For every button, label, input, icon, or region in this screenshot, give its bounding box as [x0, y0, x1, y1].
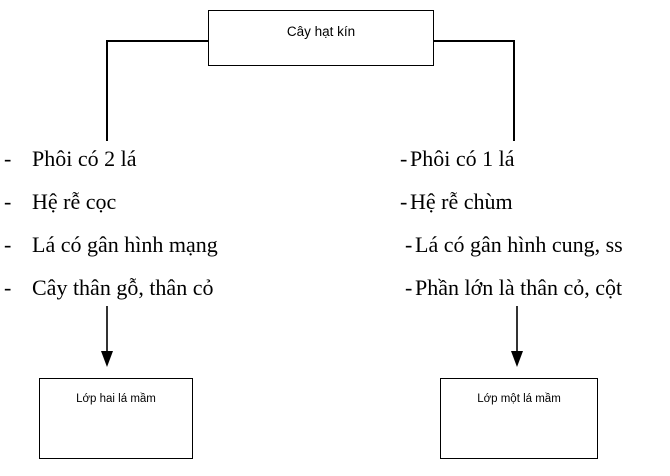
node-lop-hai-la-mam[interactable]: Lớp hai lá mầm	[39, 378, 193, 459]
trait-label: Phôi có 1 lá	[410, 146, 515, 171]
trait-item: - Phần lớn là thân cỏ, cột	[400, 275, 668, 318]
trait-item: - Phôi có 2 lá	[4, 146, 334, 189]
dash-bullet-icon: -	[4, 232, 12, 257]
trait-list-left: - Phôi có 2 lá - Hệ rễ cọc - Lá có gân h…	[4, 146, 334, 318]
node-left-label: Lớp hai lá mầm	[76, 393, 156, 405]
trait-item: - Lá có gân hình mạng	[4, 232, 334, 275]
trait-label: Hệ rễ cọc	[32, 189, 117, 214]
node-lop-mot-la-mam[interactable]: Lớp một lá mầm	[440, 378, 598, 459]
dash-bullet-icon: -	[4, 146, 12, 171]
trait-label: Hệ rễ chùm	[410, 189, 513, 214]
dash-bullet-icon: -	[400, 146, 408, 171]
dash-bullet-icon: -	[400, 189, 408, 214]
trait-item: - Hệ rễ cọc	[4, 189, 334, 232]
dash-bullet-icon: -	[4, 189, 12, 214]
dash-bullet-icon: -	[405, 232, 413, 257]
connector-root-to-right-vertical	[513, 40, 515, 141]
trait-label: Lá có gân hình cung, ss	[415, 232, 623, 257]
trait-label: Phôi có 2 lá	[32, 146, 137, 171]
connector-root-to-left-horizontal	[106, 40, 209, 42]
trait-label: Lá có gân hình mạng	[32, 232, 218, 257]
trait-item: - Cây thân gỗ, thân cỏ	[4, 275, 334, 318]
trait-label: Cây thân gỗ, thân cỏ	[32, 275, 214, 300]
trait-item: - Hệ rễ chùm	[400, 189, 668, 232]
trait-label: Phần lớn là thân cỏ, cột	[415, 275, 623, 300]
connector-root-to-left-vertical	[106, 40, 108, 141]
arrow-down-left-icon	[101, 306, 113, 367]
connector-root-to-right-horizontal	[433, 40, 515, 42]
dash-bullet-icon: -	[4, 275, 12, 300]
trait-item: - Phôi có 1 lá	[400, 146, 668, 189]
trait-list-right: - Phôi có 1 lá - Hệ rễ chùm - Lá có gân …	[400, 146, 668, 318]
node-root-cay-hat-kin[interactable]: Cây hạt kín	[208, 10, 434, 66]
node-root-label: Cây hạt kín	[286, 24, 356, 39]
dash-bullet-icon: -	[405, 275, 413, 300]
arrow-down-right-icon	[511, 306, 523, 367]
trait-item: - Lá có gân hình cung, ss	[400, 232, 668, 275]
node-right-label: Lớp một lá mầm	[477, 393, 561, 405]
